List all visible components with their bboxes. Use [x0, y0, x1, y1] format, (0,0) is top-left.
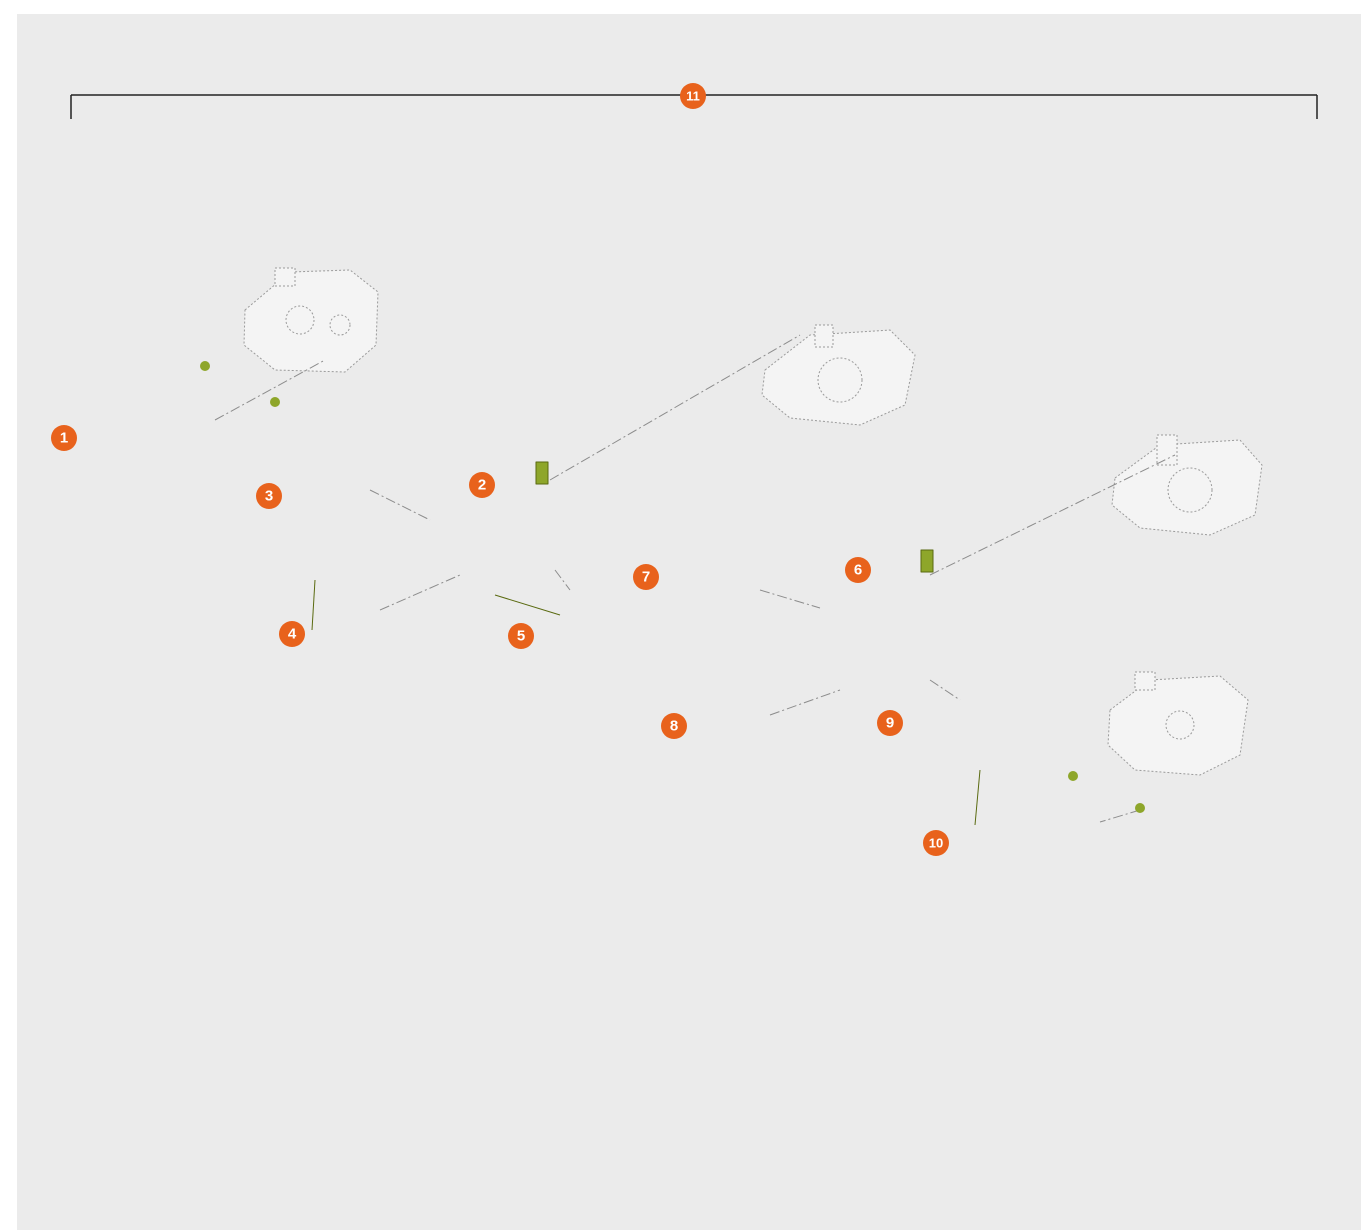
- gearbox-ghost-center-left: [761, 324, 916, 426]
- part-1-left-outer-frame: [200, 361, 280, 407]
- gearbox-ghost-right: [1107, 671, 1249, 776]
- gearbox-ghost-center-right: [1111, 434, 1263, 536]
- callout-10: 10: [923, 830, 949, 856]
- diagram-panel: [17, 14, 1361, 1230]
- callout-8-label: 8: [670, 718, 678, 735]
- part-4-bracket: [311, 579, 316, 631]
- part-5-bracket: [494, 594, 561, 616]
- callout-3-label: 3: [265, 488, 273, 505]
- callout-7: 7: [633, 564, 659, 590]
- part-10-right-outer-frame: [974, 769, 1145, 826]
- callout-4: 4: [279, 621, 305, 647]
- callout-9-label: 9: [886, 715, 894, 732]
- callout-11: 11: [680, 83, 706, 109]
- callout-1-label: 1: [60, 430, 68, 447]
- callout-3: 3: [256, 483, 282, 509]
- callout-7-label: 7: [642, 569, 650, 586]
- callout-1: 1: [51, 425, 77, 451]
- callout-4-label: 4: [288, 626, 297, 643]
- callout-8: 8: [661, 713, 687, 739]
- part-6-center-right-frame: [920, 549, 934, 573]
- callout-5: 5: [508, 623, 534, 649]
- callout-10-label: 10: [929, 836, 943, 851]
- callout-2: 2: [469, 472, 495, 498]
- connection-lines: [214, 334, 1176, 823]
- callout-6-label: 6: [854, 562, 862, 579]
- part-2-center-left-frame: [535, 461, 549, 485]
- callout-6: 6: [845, 557, 871, 583]
- callout-5-label: 5: [517, 628, 525, 645]
- callout-9: 9: [877, 710, 903, 736]
- callout-2-label: 2: [478, 477, 486, 494]
- gearbox-ghost-left: [243, 267, 379, 373]
- callout-11-label: 11: [686, 89, 700, 104]
